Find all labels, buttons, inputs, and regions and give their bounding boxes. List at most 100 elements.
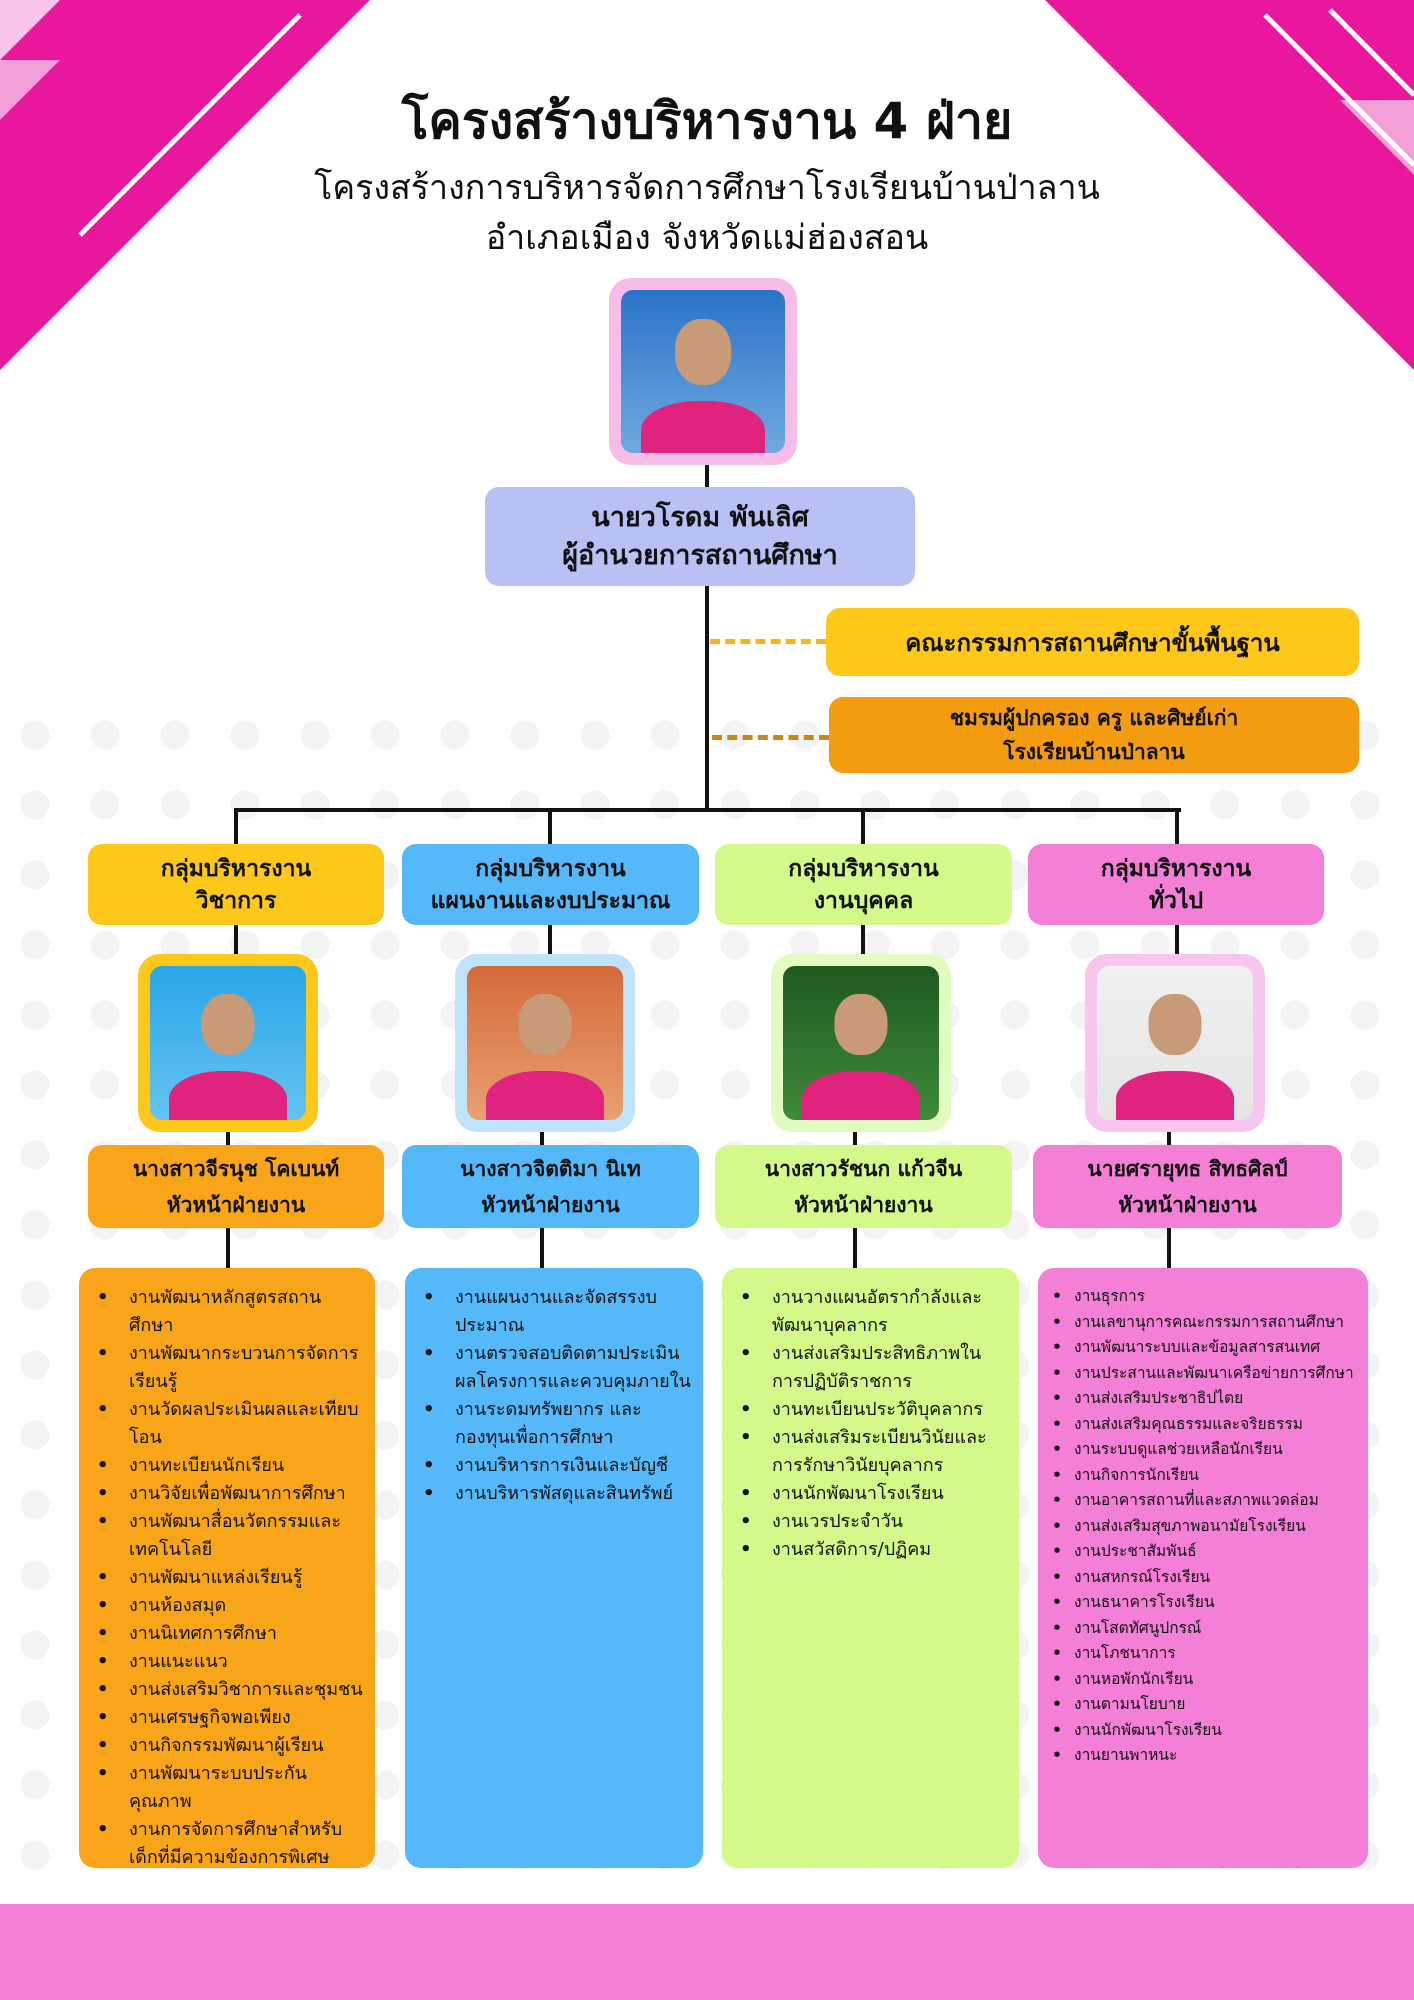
connector-line xyxy=(234,808,238,846)
task-item: งานระดมทรัพยากร และกองทุนเพื่อการศึกษา xyxy=(419,1396,693,1452)
parents-club-box: ชมรมผู้ปกครอง ครู และศิษย์เก่า โรงเรียนบ… xyxy=(829,697,1359,773)
group-title-line2: งานบุคคล xyxy=(813,887,914,914)
task-item: งานธนาคารโรงเรียน xyxy=(1052,1590,1358,1616)
task-item: งานแผนงานและจัดสรรงบประมาณ xyxy=(419,1284,693,1340)
task-item: งานยานพาหนะ xyxy=(1052,1743,1358,1769)
task-item: งานกิจการนักเรียน xyxy=(1052,1463,1358,1489)
dashed-connector xyxy=(710,639,826,644)
task-item: งานนักพัฒนาโรงเรียน xyxy=(736,1480,1009,1508)
group-head-name: นายศรายุทธ สิทธศิลป์ xyxy=(1087,1156,1288,1181)
task-item: งานวัดผลประเมินผลและเทียบโอน xyxy=(93,1396,365,1452)
task-item: งานหอพักนักเรียน xyxy=(1052,1667,1358,1693)
task-list-budget: งานแผนงานและจัดสรรงบประมาณงานตรวจสอบติดต… xyxy=(405,1268,703,1868)
connector-line xyxy=(548,925,552,955)
connector-line xyxy=(861,808,865,846)
connector-line xyxy=(1167,1132,1171,1146)
group-title-line1: กลุ่มบริหารงาน xyxy=(788,855,939,882)
task-item: งานประสานและพัฒนาเครือข่ายการศึกษา xyxy=(1052,1361,1358,1387)
connector-line xyxy=(1175,925,1179,955)
parents-club-line2: โรงเรียนบ้านป่าลาน xyxy=(1003,740,1185,764)
task-item: งานพัฒนาแหล่งเรียนรู้ xyxy=(93,1564,365,1592)
task-item: งานทะเบียนประวัติบุคลากร xyxy=(736,1396,1009,1424)
group-head-photo xyxy=(455,954,635,1132)
subtitle-school: โครงสร้างการบริหารจัดการศึกษาโรงเรียนบ้า… xyxy=(314,168,1100,208)
group-head-name: นางสาวรัชนก แก้วจีน xyxy=(764,1156,963,1181)
task-item: งานการจัดการศึกษาสำหรับเด็กที่มีความข้อง… xyxy=(93,1816,365,1872)
committee-label: คณะกรรมการสถานศึกษาขั้นพื้นฐาน xyxy=(905,628,1280,657)
committee-box: คณะกรรมการสถานศึกษาขั้นพื้นฐาน xyxy=(826,608,1359,676)
task-item: งานโสตทัศนูปกรณ์ xyxy=(1052,1616,1358,1642)
group-title-line2: แผนงานและงบประมาณ xyxy=(430,887,671,914)
group-head-photo xyxy=(1085,954,1265,1132)
connector-line xyxy=(853,1132,857,1146)
task-item: งานเวรประจำวัน xyxy=(736,1508,1009,1536)
task-item: งานส่งเสริมระเบียนวินัยและการรักษาวินัยบ… xyxy=(736,1424,1009,1480)
task-item: งานบริหารการเงินและบัญชี xyxy=(419,1452,693,1480)
task-item: งานพัฒนาหลักสูตรสถานศึกษา xyxy=(93,1284,365,1340)
group-head-role: หัวหน้าฝ่ายงาน xyxy=(794,1192,933,1217)
group-head-role: หัวหน้าฝ่ายงาน xyxy=(1118,1192,1257,1217)
task-item: งานส่งเสริมประชาธิปไตย xyxy=(1052,1386,1358,1412)
group-header-budget: กลุ่มบริหารงานแผนงานและงบประมาณ xyxy=(402,844,699,925)
task-item: งานพัฒนากระบวนการจัดการเรียนรู้ xyxy=(93,1340,365,1396)
group-head-box: นางสาวรัชนก แก้วจีนหัวหน้าฝ่ายงาน xyxy=(715,1145,1012,1228)
task-item: งานส่งเสริมประสิทธิภาพในการปฏิบัติราชการ xyxy=(736,1340,1009,1396)
task-item: งานสหกรณ์โรงเรียน xyxy=(1052,1565,1358,1591)
group-head-name: นางสาวจิตติมา นิเท xyxy=(460,1156,641,1181)
task-list-academic: งานพัฒนาหลักสูตรสถานศึกษางานพัฒนากระบวนก… xyxy=(79,1268,375,1868)
connector-line xyxy=(234,808,1181,812)
connector-line xyxy=(540,1228,544,1270)
director-photo xyxy=(609,278,797,465)
group-head-role: หัวหน้าฝ่ายงาน xyxy=(481,1192,620,1217)
task-item: งานประชาสัมพันธ์ xyxy=(1052,1539,1358,1565)
connector-line xyxy=(853,1228,857,1270)
task-item: งานส่งเสริมคุณธรรมและจริยธรรม xyxy=(1052,1412,1358,1438)
connector-line xyxy=(1167,1228,1171,1270)
group-title-line1: กลุ่มบริหารงาน xyxy=(1100,855,1252,882)
group-head-photo xyxy=(771,954,951,1132)
task-list-personnel: งานวางแผนอัตรากำลังและพัฒนาบุคลากรงานส่ง… xyxy=(722,1268,1019,1868)
task-item: งานเลขานุการคณะกรรมการสถานศึกษา xyxy=(1052,1310,1358,1336)
task-item: งานส่งเสริมวิชาการและชุมชน xyxy=(93,1676,365,1704)
group-title-line2: วิชาการ xyxy=(195,887,277,914)
task-item: งานแนะแนว xyxy=(93,1648,365,1676)
task-item: งานวางแผนอัตรากำลังและพัฒนาบุคลากร xyxy=(736,1284,1009,1340)
task-item: งานธุรการ xyxy=(1052,1284,1358,1310)
group-head-box: นายศรายุทธ สิทธศิลป์หัวหน้าฝ่ายงาน xyxy=(1033,1145,1342,1228)
connector-line xyxy=(226,1132,230,1146)
connector-line xyxy=(226,1228,230,1270)
task-item: งานห้องสมุด xyxy=(93,1592,365,1620)
page-title: โครงสร้างบริหารงาน 4 ฝ่าย xyxy=(401,92,1013,150)
task-item: งานพัฒนาระบบประกันคุณภาพ xyxy=(93,1760,365,1816)
task-item: งานโภชนาการ xyxy=(1052,1641,1358,1667)
task-item: งานพัฒนาระบบและข้อมูลสารสนเทศ xyxy=(1052,1335,1358,1361)
group-header-general: กลุ่มบริหารงานทั่วไป xyxy=(1028,844,1324,925)
group-head-role: หัวหน้าฝ่ายงาน xyxy=(166,1192,306,1217)
group-head-box: นางสาวจีรนุช โคเบนท์หัวหน้าฝ่ายงาน xyxy=(88,1145,384,1228)
task-item: งานระบบดูแลช่วยเหลือนักเรียน xyxy=(1052,1437,1358,1463)
task-item: งานตามนโยบาย xyxy=(1052,1692,1358,1718)
director-name: นายวโรดม พันเลิศ xyxy=(591,501,809,533)
task-item: งานนิเทศการศึกษา xyxy=(93,1620,365,1648)
task-item: งานบริหารพัสดุและสินทรัพย์ xyxy=(419,1480,693,1508)
task-item: งานทะเบียนนักเรียน xyxy=(93,1452,365,1480)
director-box: นายวโรดม พันเลิศ ผู้อำนวยการสถานศึกษา xyxy=(485,487,915,586)
subtitle-location: อำเภอเมือง จังหวัดแม่ฮ่องสอน xyxy=(485,218,929,258)
task-item: งานวิจัยเพื่อพัฒนาการศึกษา xyxy=(93,1480,365,1508)
group-title-line2: ทั่วไป xyxy=(1148,887,1204,914)
group-head-photo xyxy=(138,954,318,1132)
connector-line xyxy=(1175,808,1179,846)
group-header-academic: กลุ่มบริหารงานวิชาการ xyxy=(88,844,384,925)
group-header-personnel: กลุ่มบริหารงานงานบุคคล xyxy=(715,844,1012,925)
group-title-line1: กลุ่มบริหารงาน xyxy=(475,855,626,882)
footer-band xyxy=(0,1904,1414,2000)
dashed-connector xyxy=(712,735,829,740)
connector-line xyxy=(705,465,709,812)
connector-line xyxy=(540,1132,544,1146)
task-item: งานสวัสดิการ/ปฏิคม xyxy=(736,1536,1009,1564)
task-item: งานเศรษฐกิจพอเพียง xyxy=(93,1704,365,1732)
group-title-line1: กลุ่มบริหารงาน xyxy=(160,855,312,882)
task-item: งานพัฒนาสื่อนวัตกรรมและเทคโนโลยี xyxy=(93,1508,365,1564)
connector-line xyxy=(234,925,238,955)
task-item: งานกิจกรรมพัฒนาผู้เรียน xyxy=(93,1732,365,1760)
